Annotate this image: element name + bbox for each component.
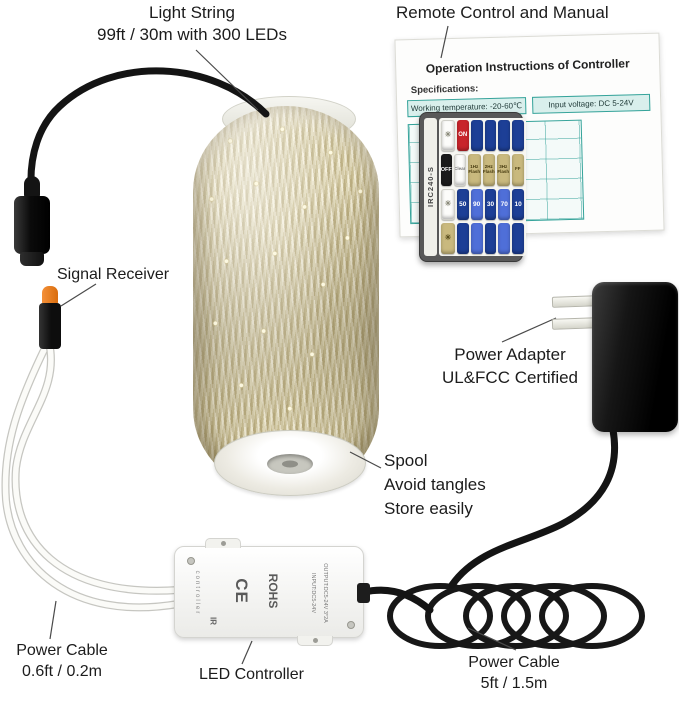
leader-line-spool (349, 451, 382, 469)
adapter-cable (448, 426, 619, 589)
signal-cable-outline (11, 338, 182, 595)
mode-button (470, 222, 483, 254)
controller-input-spec: INPUT:DC5-24V (310, 572, 316, 614)
controller-to-coil-cable (360, 586, 434, 614)
mounting-hole (220, 541, 226, 546)
power-cable-long-label: Power Cable 5ft / 1.5m (452, 652, 576, 694)
flash-2hz-button: 2Hz Flash (482, 154, 495, 186)
screw (347, 621, 355, 629)
power-cable-short-subtitle: 0.6ft / 0.2m (21, 663, 103, 680)
spool-hub-hole (282, 460, 298, 468)
power-cable-coil-loop (463, 583, 569, 649)
flash-1hz-button: 1Hz Flash (468, 154, 481, 186)
mode-button (498, 120, 511, 152)
spool-hub (267, 454, 313, 475)
brightness-icon: ☀ (441, 222, 455, 254)
mounting-tab (297, 636, 333, 646)
flash-3hz-button: 3Hz Flash (497, 154, 510, 186)
power-cable-short-b (2, 347, 181, 611)
light-string-cable (27, 67, 270, 190)
signal-cable (12, 339, 181, 594)
power-cable-short-label: Power Cable 0.6ft / 0.2m (6, 640, 118, 682)
power-adapter (592, 282, 678, 432)
remote-control: IRC240-S ☀ ON OFF Clear 1Hz Flash 2Hz Fl… (419, 112, 527, 262)
mode-button (512, 222, 525, 254)
power-cable-long-subtitle: 5ft / 1.5m (480, 675, 548, 692)
signal-receiver-label: Signal Receiver (57, 266, 170, 283)
remote-row: OFF Clear 1Hz Flash 2Hz Flash 3Hz Flash … (441, 154, 524, 186)
remote-keypad: ☀ ON OFF Clear 1Hz Flash 2Hz Flash 3Hz F… (439, 118, 527, 256)
brightness-icon: ☀ (441, 120, 455, 152)
percent-90-button: 90 (470, 188, 483, 220)
ir-label: IR (208, 617, 218, 625)
power-adapter-label: Power Adapter UL&FCC Certified (424, 343, 596, 389)
mode-button (512, 120, 525, 152)
remote-row: ☀ ON (441, 120, 525, 152)
power-adapter-subtitle: UL&FCC Certified (441, 368, 579, 387)
led-controller-box: controller IR CE ROHS INPUT:DC5-24V OUTP… (174, 538, 370, 646)
leader-line-signal-receiver (60, 283, 97, 307)
remote-model-label: IRC240-S (424, 118, 437, 256)
on-button: ON (456, 120, 469, 152)
brightness-icon: ☀ (441, 188, 455, 220)
leader-line-remote (440, 25, 449, 59)
power-cable-short-title: Power Cable (16, 642, 108, 659)
spool-line3: Store easily (384, 499, 473, 518)
remote-row: ☀ 50 90 30 70 10 (441, 188, 525, 220)
ir-cable-port (357, 583, 370, 603)
power-cable-short-outline (1, 346, 182, 612)
signal-receiver-plug (39, 303, 61, 349)
light-string-label: Light String 99ft / 30m with 300 LEDs (62, 2, 322, 46)
percent-30-button: 30 (484, 188, 497, 220)
light-string-title: Light String (149, 3, 235, 22)
spool-bottom-flange (214, 430, 366, 496)
power-cable-coil-loop (387, 583, 493, 649)
mode-button (498, 222, 511, 254)
leader-line-led-controller (241, 640, 253, 665)
percent-10-button: 10 (512, 188, 525, 220)
controller-output-spec: OUTPUT:DC5-24V 3*2A (322, 563, 328, 623)
leader-line-power-adapter (501, 317, 557, 343)
percent-70-button: 70 (498, 188, 511, 220)
dc-connector (14, 196, 50, 254)
ff-button: FF (511, 154, 524, 186)
power-adapter-title: Power Adapter (454, 345, 566, 364)
light-string-subtitle: 99ft / 30m with 300 LEDs (97, 25, 287, 44)
leader-line-power-cable-long (467, 627, 517, 651)
dc-connector-boot (24, 176, 40, 198)
ce-mark: CE (232, 578, 251, 604)
leader-line-light-string (195, 49, 259, 111)
off-button: OFF (441, 154, 452, 186)
sun-icon: ☀ (444, 198, 452, 208)
screw (187, 557, 195, 565)
sun-icon: ☀ (444, 232, 452, 242)
spool-line2: Avoid tangles (384, 475, 486, 494)
mode-button (484, 222, 497, 254)
mode-button (456, 222, 469, 254)
spool-label: Spool Avoid tangles Store easily (384, 449, 486, 521)
led-controller-label: LED Controller (199, 666, 304, 683)
mounting-hole (312, 638, 318, 643)
signal-receiver-tip (42, 286, 58, 304)
clear-button: Clear (453, 154, 466, 186)
power-cable-coil-loop (539, 583, 645, 649)
remote-row: ☀ (441, 222, 525, 254)
leader-line-power-cable-short (49, 600, 57, 640)
power-cable-long-title: Power Cable (468, 654, 560, 671)
mode-button (470, 120, 483, 152)
controller-side-label: controller (194, 570, 200, 616)
spool-title: Spool (384, 451, 428, 470)
remote-manual-label: Remote Control and Manual (396, 3, 609, 22)
sun-icon: ☀ (444, 130, 452, 140)
dc-connector-tip (20, 252, 44, 266)
power-cable-coil-loop (425, 583, 531, 649)
mode-button (484, 120, 497, 152)
power-cable-coil-loop (501, 583, 607, 649)
mounting-tab (205, 538, 241, 548)
rohs-mark: ROHS (266, 573, 280, 609)
percent-50-button: 50 (456, 188, 469, 220)
